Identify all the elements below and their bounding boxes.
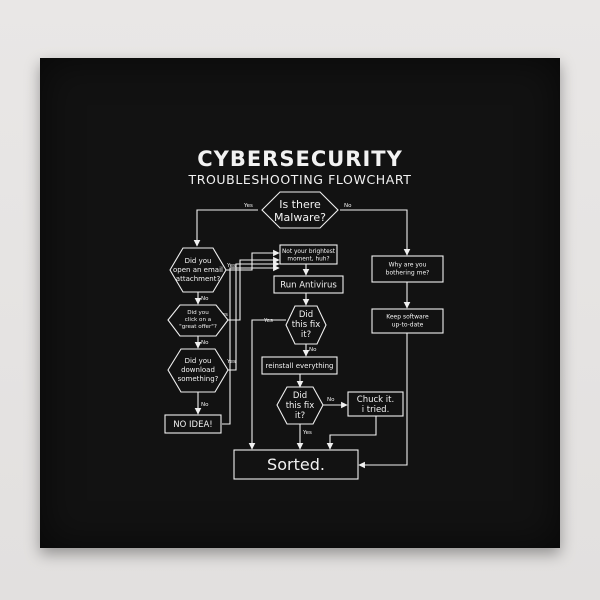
node-chuck-line-2: i tried. [362, 405, 390, 415]
node-fix2-line-1: Did [293, 391, 307, 401]
node-reinstall: reinstall everything [261, 356, 338, 375]
node-fix1: Did this fix it? [285, 305, 327, 345]
edges [193, 209, 411, 469]
node-malware-line-2: Malware? [274, 211, 326, 224]
node-fix2-line-3: it? [295, 411, 305, 421]
node-reinstall-label: reinstall everything [266, 362, 334, 370]
edge-label-download-no: No [201, 402, 209, 408]
edge-label-fix1-yes: Yes [263, 318, 273, 324]
edge-label-download-yes: Yes [226, 359, 236, 365]
node-run-antivirus: Run Antivirus [273, 275, 344, 294]
edge-label-malware-yes: Yes [243, 203, 253, 209]
node-sorted: Sorted. [233, 449, 359, 480]
node-chuck: Chuck it. i tried. [347, 391, 404, 417]
node-malware-line-1: Is there [279, 198, 321, 211]
node-fix2: Did this fix it? [276, 386, 324, 425]
node-download-line-3: something? [178, 375, 219, 383]
node-chuck-line-1: Chuck it. [357, 395, 394, 405]
node-sorted-label: Sorted. [267, 455, 325, 474]
edge-label-offer-no: No [201, 340, 209, 346]
node-offer-line-2: click on a [185, 317, 211, 323]
diagram-subtitle: TROUBLESHOOTING FLOWCHART [187, 172, 411, 187]
edge-label-malware-no: No [344, 203, 352, 209]
node-bothering-line-1: Why are you [389, 262, 427, 269]
node-email-line-2: open an email [173, 266, 223, 274]
edge-label-email-yes: Yes [226, 263, 236, 269]
node-download-line-1: Did you [185, 357, 212, 365]
node-brightest-line-2: moment, huh? [287, 257, 329, 263]
node-fix1-line-3: it? [301, 330, 311, 340]
node-keep-software-line-2: up-to-date [392, 322, 424, 329]
node-email-line-3: attachment? [176, 275, 221, 283]
edge-label-email-no: No [201, 296, 209, 302]
node-brightest: Not your brightest moment, huh? [279, 244, 338, 265]
node-malware: Is there Malware? [261, 191, 339, 229]
node-download-line-2: download [181, 366, 215, 374]
node-fix2-line-2: this fix [286, 401, 315, 411]
node-no-idea-label: NO IDEA! [173, 420, 212, 430]
edge-label-fix2-no: No [327, 397, 335, 403]
node-offer-line-1: Did you [187, 310, 209, 316]
edge-label-fix1-no: No [309, 347, 317, 353]
node-email-line-1: Did you [185, 257, 212, 265]
node-download: Did you download something? [167, 348, 229, 393]
node-run-antivirus-label: Run Antivirus [280, 281, 337, 291]
node-keep-software: Keep software up-to-date [371, 308, 444, 334]
node-fix1-line-1: Did [299, 310, 313, 320]
node-offer: Did you click on a "great offer"? [167, 304, 229, 337]
node-brightest-line-1: Not your brightest [282, 249, 336, 255]
node-offer-line-3: "great offer"? [179, 324, 217, 330]
node-fix1-line-2: this fix [292, 320, 321, 330]
node-bothering-line-2: bothering me? [386, 270, 430, 277]
edge-label-fix2-yes: Yes [302, 430, 312, 436]
node-keep-software-line-1: Keep software [386, 314, 429, 321]
node-email: Did you open an email attachment? [169, 247, 227, 293]
diagram-title: CYBERSECURITY [197, 147, 403, 171]
node-bothering: Why are you bothering me? [371, 255, 444, 283]
node-no-idea: NO IDEA! [164, 414, 222, 434]
